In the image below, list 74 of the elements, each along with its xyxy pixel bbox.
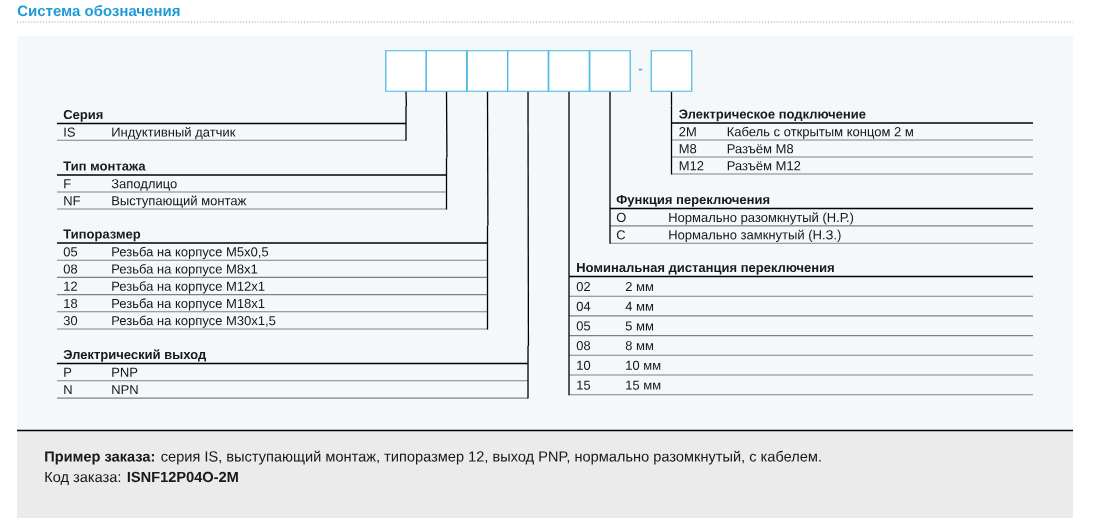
connector-line bbox=[670, 91, 673, 107]
connector-line bbox=[486, 91, 489, 227]
option-description: 10 мм bbox=[626, 360, 661, 370]
table-heading: Электрическое подключение bbox=[679, 109, 866, 122]
option-description: Нормально разомкнутый (Н.Р.) bbox=[669, 212, 854, 225]
connector-line bbox=[445, 91, 448, 159]
option-description: Резьба на корпусе M18x1 bbox=[112, 298, 265, 311]
option-description: 8 мм bbox=[625, 341, 653, 351]
option-description: 15 мм bbox=[626, 380, 661, 390]
option-table bbox=[56, 345, 529, 400]
connector-line bbox=[527, 91, 530, 347]
option-description: 5 мм bbox=[625, 321, 653, 331]
option-code: M8 bbox=[679, 144, 697, 154]
option-table bbox=[609, 190, 1034, 245]
code-box bbox=[548, 50, 590, 92]
table-heading: Тип монтажа bbox=[63, 161, 146, 171]
option-description: 4 мм bbox=[625, 301, 653, 311]
option-code: N bbox=[64, 385, 72, 395]
code-box bbox=[425, 50, 468, 92]
option-code: 04 bbox=[576, 301, 591, 311]
option-code: 05 bbox=[63, 247, 78, 257]
table-heading: Функция переключения bbox=[616, 195, 770, 207]
connector-line bbox=[405, 91, 408, 107]
table-heading: Электрический выход bbox=[63, 349, 206, 362]
option-code: 2M bbox=[679, 127, 696, 137]
option-code: 08 bbox=[576, 341, 591, 351]
option-description: Заподлицо bbox=[111, 179, 177, 191]
option-code: IS bbox=[64, 127, 75, 137]
option-code: O bbox=[616, 212, 626, 222]
code-box bbox=[650, 50, 693, 92]
option-description: 2 мм bbox=[625, 282, 653, 292]
option-description: NPN bbox=[112, 385, 138, 395]
code-box bbox=[466, 50, 509, 92]
order-code: Код заказа: ISNF12P04O-2M bbox=[45, 471, 238, 485]
option-description: Резьба на корпусе M12x1 bbox=[112, 281, 265, 294]
option-description: PNP bbox=[112, 367, 138, 377]
connector-line bbox=[609, 91, 611, 192]
option-code: 30 bbox=[63, 316, 78, 326]
option-code: P bbox=[64, 367, 72, 377]
option-code: 18 bbox=[64, 298, 78, 308]
option-table bbox=[670, 104, 1034, 176]
title: Система обозначения bbox=[17, 5, 180, 17]
option-description: Индуктивный датчик bbox=[112, 126, 236, 140]
option-code: 02 bbox=[576, 282, 590, 292]
table-heading: Серия bbox=[63, 109, 103, 122]
option-table bbox=[56, 224, 489, 331]
code-box bbox=[507, 50, 549, 92]
option-table bbox=[568, 258, 1034, 396]
code-separator: - bbox=[638, 68, 643, 71]
code-box bbox=[385, 50, 427, 92]
code-box bbox=[589, 50, 631, 92]
option-code: NF bbox=[64, 196, 80, 206]
option-description: Резьба на корпусе M8x1 bbox=[112, 263, 258, 277]
option-description: Резьба на корпусе M30x1,5 bbox=[112, 315, 276, 328]
option-code: 10 bbox=[577, 360, 591, 370]
table-heading: Номинальная дистанция переключения bbox=[577, 263, 834, 275]
option-table bbox=[56, 156, 448, 211]
option-code: 12 bbox=[64, 281, 77, 291]
order-example: Пример заказа: серия IS, выступающий монтаж, типоразмер 12, выход PNP, нормально разомкнутый, с кабелем. bbox=[45, 450, 821, 465]
option-description: Нормально замкнутый (Н.З.) bbox=[669, 229, 841, 242]
option-code: 15 bbox=[577, 380, 591, 390]
option-code: 05 bbox=[576, 321, 591, 331]
option-description: Разъём M8 bbox=[727, 144, 794, 154]
option-code: F bbox=[64, 179, 71, 189]
option-description: Выступающий монтаж bbox=[112, 195, 247, 208]
option-description: Кабель с открытым концом 2 м bbox=[727, 126, 913, 139]
option-code: 08 bbox=[63, 264, 78, 274]
connector-line bbox=[568, 91, 570, 260]
option-code: C bbox=[616, 230, 626, 240]
option-table bbox=[56, 105, 407, 142]
option-code: M12 bbox=[679, 161, 704, 171]
option-description: Разъём M12 bbox=[727, 161, 801, 171]
table-heading: Типоразмер bbox=[63, 229, 141, 242]
option-description: Резьба на корпусе M5x0,5 bbox=[112, 246, 269, 259]
